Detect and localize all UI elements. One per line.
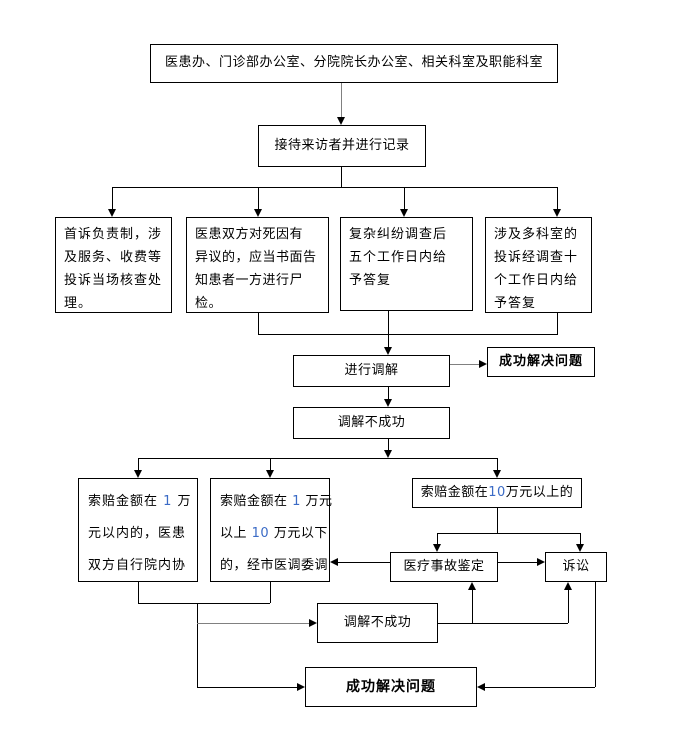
node-lawsuit: 诉讼 <box>545 552 607 582</box>
connector <box>595 582 596 687</box>
text-line: 医患双方对死因有 <box>195 227 304 242</box>
text-line: 复杂纠纷调查后 <box>349 227 448 242</box>
connector <box>270 458 271 470</box>
text-line: 双方自行院内协 <box>88 558 187 573</box>
connector <box>437 533 580 534</box>
arrowhead-down-icon <box>384 450 392 458</box>
node-mediation-failed-bottom: 调解不成功 <box>317 603 438 643</box>
connector <box>388 334 389 347</box>
node-solved-bottom: 成功解决问题 <box>305 667 477 707</box>
arrowhead-down-icon <box>384 347 392 355</box>
text-line: 检。 <box>195 296 223 311</box>
connector <box>568 590 569 623</box>
arrowhead-down-icon <box>134 470 142 478</box>
arrowhead-right-icon <box>537 558 545 566</box>
connector <box>388 387 389 399</box>
arrowhead-down-icon <box>493 470 501 478</box>
connector <box>341 167 342 187</box>
connector <box>497 508 498 533</box>
node-mediation-failed-top: 调解不成功 <box>293 407 450 439</box>
node-autopsy-notice: 医患双方对死因有 异议的，应当书面告 知患者一方进行尸 检。 <box>186 217 329 313</box>
text-line: 五个工作日内给 <box>349 250 448 265</box>
connector <box>404 187 405 209</box>
arrowhead-right-icon <box>309 619 317 627</box>
text-line: 理。 <box>64 296 93 311</box>
text-line: 索赔金额在 1 万 <box>88 494 192 509</box>
node-claim-10k-to-100k: 索赔金额在 1 万元 以上 10 万元以下 的，经市医调委调 <box>210 478 333 582</box>
node-claim-over-100k: 索赔金额在 10 万元以上的 <box>412 478 582 508</box>
connector <box>485 687 595 688</box>
connector <box>472 590 473 623</box>
arrowhead-left-icon <box>477 683 485 691</box>
amount-number: 10 <box>488 484 506 500</box>
text-line: 知患者一方进行尸 <box>195 273 304 288</box>
connector <box>341 83 342 117</box>
text-line: 投诉经调查十 <box>494 250 579 265</box>
arrowhead-down-icon <box>266 470 274 478</box>
connector <box>112 187 558 188</box>
arrowhead-down-icon <box>254 209 262 217</box>
connector <box>138 458 497 459</box>
connector <box>450 364 479 365</box>
arrowhead-down-icon <box>553 209 561 217</box>
text-line: 涉及多科室的 <box>494 227 579 242</box>
node-mediation: 进行调解 <box>293 355 450 387</box>
connector <box>498 562 537 563</box>
node-solved-top: 成功解决问题 <box>487 347 595 377</box>
connector <box>557 313 558 334</box>
arrowhead-down-icon <box>433 544 441 552</box>
text-line: 的，经市医调委调 <box>220 558 329 573</box>
text-line: 及服务、收费等 <box>64 250 163 265</box>
node-reception: 接待来访者并进行记录 <box>258 125 426 167</box>
connector <box>138 458 139 470</box>
connector <box>338 562 390 563</box>
connector <box>580 533 581 544</box>
connector <box>138 582 139 603</box>
connector <box>258 313 259 334</box>
amount-number: 1 <box>163 494 173 509</box>
connector <box>197 687 297 688</box>
node-claim-under-10k: 索赔金额在 1 万 元以内的，医患 双方自行院内协 <box>78 478 198 582</box>
text-line: 予答复 <box>494 296 537 311</box>
connector <box>437 533 438 544</box>
text-line: 异议的，应当书面告 <box>195 250 317 265</box>
arrowhead-down-icon <box>384 399 392 407</box>
arrowhead-left-icon <box>330 558 338 566</box>
node-departments: 医患办、门诊部办公室、分院院长办公室、相关科室及职能科室 <box>150 44 558 83</box>
connector <box>197 623 309 624</box>
arrowhead-up-icon <box>564 582 572 590</box>
arrowhead-down-icon <box>576 544 584 552</box>
connector <box>438 623 568 624</box>
text-line: 首诉负责制，涉 <box>64 227 163 242</box>
connector <box>258 187 259 209</box>
text-line: 索赔金额在 1 万元 <box>220 494 333 509</box>
arrowhead-down-icon <box>337 117 345 125</box>
text-line: 以上 10 万元以下 <box>220 526 328 541</box>
node-first-complaint-duty: 首诉负责制，涉 及服务、收费等 投诉当场核查处 理。 <box>55 217 172 313</box>
connector <box>112 187 113 209</box>
arrowhead-down-icon <box>400 209 408 217</box>
connector <box>258 334 558 335</box>
text-line: 予答复 <box>349 273 392 288</box>
amount-number: 10 <box>251 526 270 541</box>
arrowhead-right-icon <box>297 683 305 691</box>
node-medical-accident-appraisal: 医疗事故鉴定 <box>390 552 498 582</box>
connector <box>270 582 271 603</box>
amount-number: 1 <box>292 494 301 509</box>
text-line: 投诉当场核查处 <box>64 273 163 288</box>
connector <box>557 187 558 209</box>
connector <box>138 603 270 604</box>
arrowhead-down-icon <box>108 209 116 217</box>
text-line: 元以内的，医患 <box>88 526 187 541</box>
arrowhead-up-icon <box>468 582 476 590</box>
node-complex-dispute-reply: 复杂纠纷调查后 五个工作日内给 予答复 <box>340 217 473 311</box>
connector <box>197 603 198 687</box>
connector <box>388 311 389 334</box>
node-multi-dept-reply: 涉及多科室的 投诉经调查十 个工作日内给 予答复 <box>485 217 592 313</box>
connector <box>497 458 498 470</box>
arrowhead-right-icon <box>479 360 487 368</box>
text-line: 个工作日内给 <box>494 273 579 288</box>
connector <box>388 439 389 450</box>
